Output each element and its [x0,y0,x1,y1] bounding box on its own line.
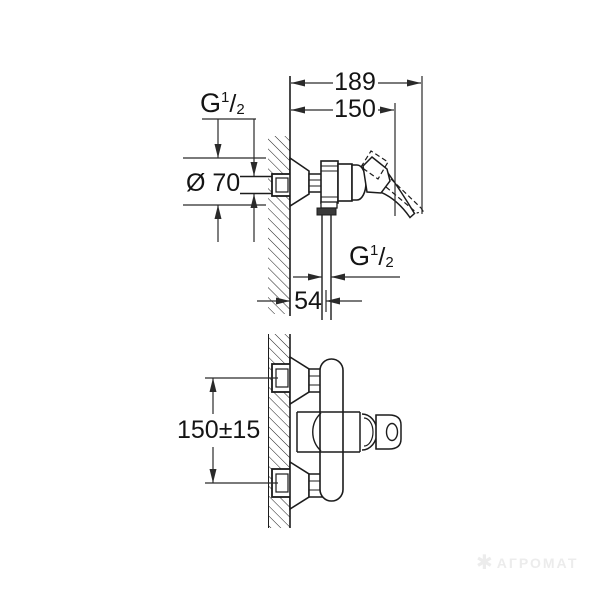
lever-handle-side-view [362,155,416,219]
watermark-text: АГРОМАТ [496,555,579,571]
watermark-logo-icon: ✱ [476,552,493,574]
dimension-189 [291,76,423,214]
label-dimension-189: 189 [334,68,376,96]
supply-connection [240,173,293,197]
escutcheon-side-view [289,156,310,208]
lever-handle-plan-view [375,414,402,450]
label-dimension-150-plusminus-15: 150±15 [177,416,261,444]
watermark: ✱ АГРОМАТ [476,553,578,573]
mixer-body-plan [296,411,378,453]
mixer-body-side-view [320,160,367,204]
label-dimension-150: 150 [334,95,376,123]
label-thread-outlet: G1/2 [349,241,394,271]
dimension-diameter-70 [183,119,266,242]
dimension-thread-outlet [293,273,400,281]
dimension-54 [257,290,362,312]
dimension-150 [291,103,396,216]
label-diameter-70: Ø 70 [186,169,241,197]
shower-outlet [316,201,338,320]
escutcheons-plan-view [289,355,323,511]
dimension-height-150-15 [205,377,278,484]
mixer-body-capsule-plan [319,358,344,502]
hex-nut-side-view [308,173,323,193]
label-thread-top: G1/2 [200,88,245,118]
label-dimension-54: 54 [294,287,322,315]
